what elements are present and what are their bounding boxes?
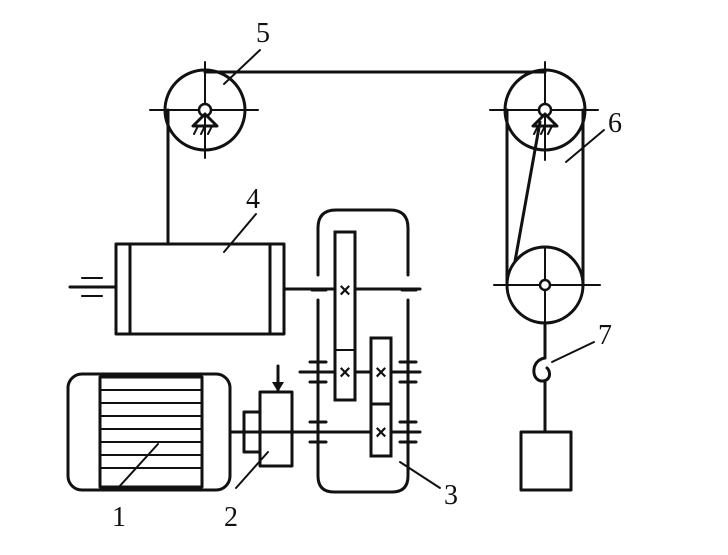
leader-4 (223, 213, 257, 253)
label-hook: 7 (598, 320, 612, 351)
top-right-pulley (489, 61, 599, 161)
svg-text:×: × (375, 362, 387, 384)
pulley-block-ropes (505, 108, 585, 287)
label-drum: 4 (246, 184, 260, 215)
svg-text:×: × (339, 362, 351, 384)
leader-3 (399, 461, 441, 489)
leader-6 (565, 129, 605, 163)
brake (242, 364, 294, 468)
drum (68, 242, 422, 336)
label-brake: 2 (224, 502, 238, 533)
bottom-pulley (493, 245, 601, 325)
label-gearbox: 3 (444, 480, 458, 511)
motor (66, 372, 232, 492)
hook (532, 321, 551, 434)
leader-2 (235, 451, 269, 489)
svg-text:×: × (375, 422, 387, 444)
gearbox: × × × × (228, 208, 422, 494)
leader-1 (117, 443, 159, 489)
label-pulley-top: 5 (256, 18, 270, 49)
leader-5 (223, 49, 261, 85)
label-motor: 1 (112, 502, 126, 533)
leader-7 (551, 341, 595, 363)
top-left-pulley (149, 61, 259, 159)
label-pulley-block: 6 (608, 108, 622, 139)
svg-text:×: × (339, 280, 351, 302)
load-weight (519, 430, 573, 492)
